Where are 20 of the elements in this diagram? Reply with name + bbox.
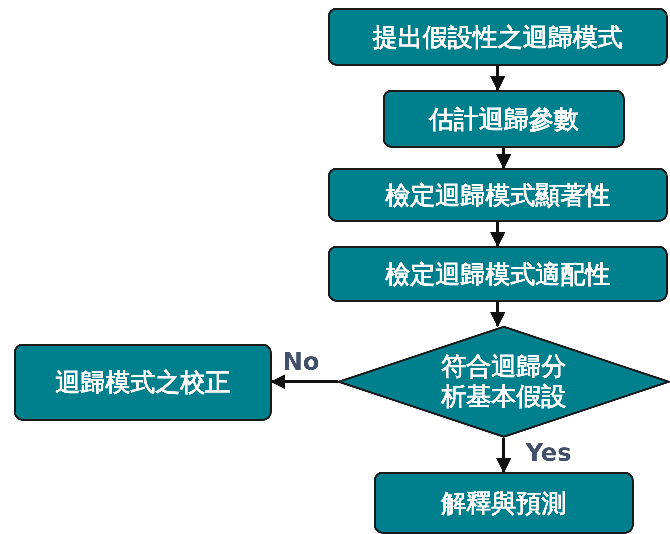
arrow [496,148,512,170]
process-box [328,168,668,222]
arrow [270,374,338,390]
node-label: 符合迴歸分析基本假設 [440,352,568,412]
node-label: 估計迴歸參數 [429,104,579,136]
node-label: 迴歸模式之校正 [56,367,230,399]
arrow [490,302,506,328]
node-label: 檢定迴歸模式顯著性 [386,180,610,212]
process-box [383,90,625,148]
node-label: 提出假設性之迴歸模式 [373,22,623,54]
process-box [374,472,634,534]
decision-diamond [338,326,670,438]
arrow [496,438,512,474]
node-label: 解釋與預測 [442,488,566,520]
arrow [490,66,506,92]
process-box [14,344,272,421]
node-label: 檢定迴歸模式適配性 [386,258,610,290]
process-box [328,246,668,302]
process-box [328,8,668,66]
arrow [490,222,506,248]
